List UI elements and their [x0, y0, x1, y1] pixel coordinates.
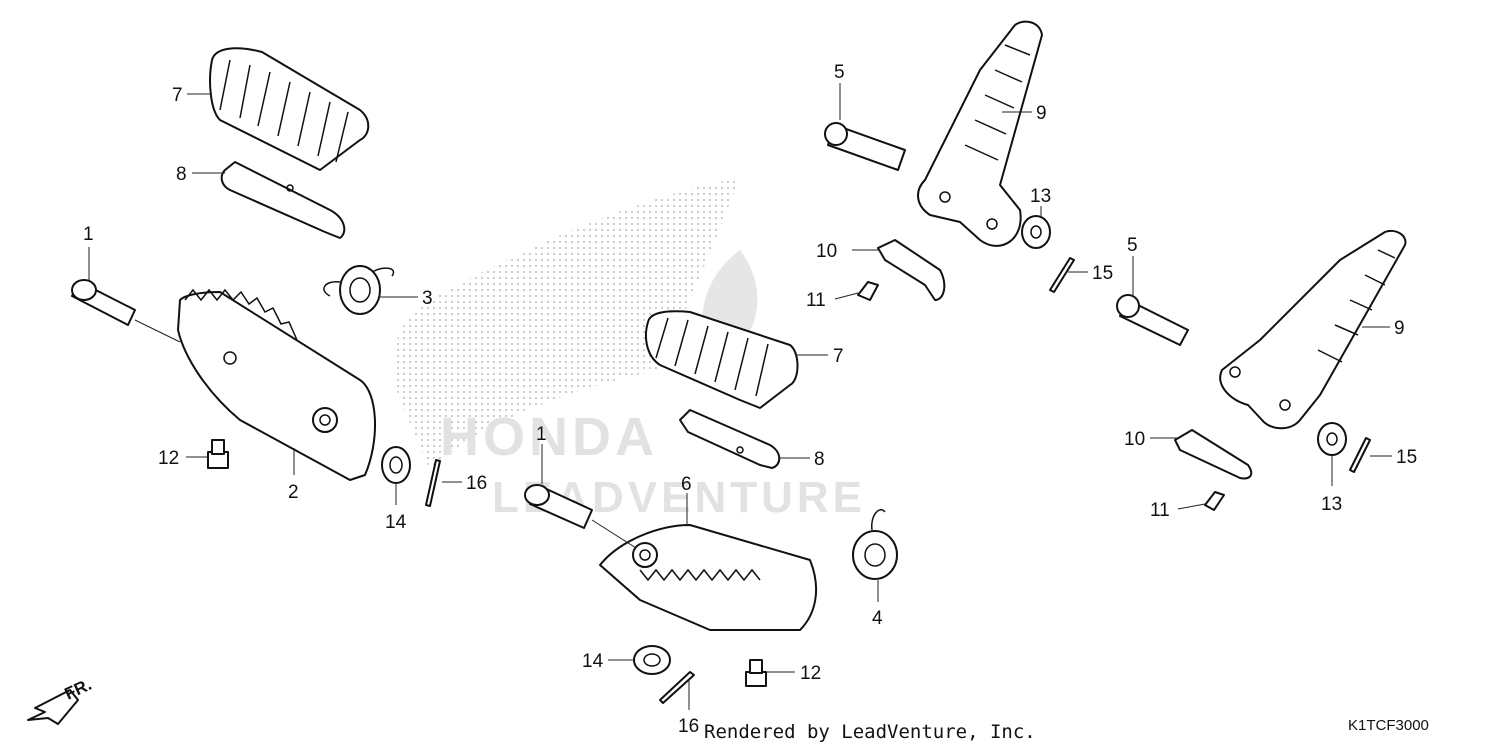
callout-5: 5	[1127, 235, 1138, 256]
plate-left[interactable]	[220, 161, 346, 239]
pin-left[interactable]	[71, 279, 136, 326]
callout-5: 5	[834, 62, 845, 83]
callout-15: 15	[1396, 447, 1417, 468]
callout-9: 9	[1036, 103, 1047, 124]
callout-12: 12	[800, 663, 821, 684]
callout-13: 13	[1321, 494, 1342, 515]
callout-15: 15	[1092, 263, 1113, 284]
pin-center[interactable]	[524, 484, 593, 529]
cotter-pin-upper-right[interactable]	[1049, 257, 1075, 293]
washer-center[interactable]	[633, 645, 671, 675]
callout-14: 14	[582, 651, 604, 672]
callout-13: 13	[1030, 186, 1051, 207]
pillion-peg-lower[interactable]	[1219, 229, 1407, 430]
plate-center[interactable]	[679, 409, 781, 469]
spring-center[interactable]	[852, 509, 898, 580]
callout-16: 16	[678, 716, 699, 737]
callout-1: 1	[83, 224, 94, 245]
diagram-code: K1TCF3000	[1348, 717, 1429, 734]
callout-8: 8	[814, 449, 825, 470]
cotter-pin-lower-right[interactable]	[1349, 437, 1371, 473]
callout-16: 16	[466, 473, 487, 494]
footpeg-rubber-center[interactable]	[645, 310, 799, 409]
bolt-left[interactable]	[207, 439, 229, 469]
callout-3: 3	[422, 288, 433, 309]
callout-12: 12	[158, 448, 179, 469]
callout-8: 8	[176, 164, 187, 185]
callout-11: 11	[1150, 500, 1170, 521]
front-direction-arrow: FR.	[27, 675, 95, 725]
leader-lines	[88, 83, 1392, 710]
callout-1: 1	[536, 424, 547, 445]
watermark-brand: HONDA	[440, 407, 658, 467]
screw-upper-right[interactable]	[857, 281, 879, 301]
screw-lower-right[interactable]	[1204, 491, 1225, 511]
clip-upper-right[interactable]	[877, 239, 946, 301]
callout-14: 14	[385, 512, 407, 533]
callout-labels: 7 8 1 3 12 2 14 16 1 6 7 8 4 14 12 16 5 …	[83, 62, 1417, 737]
callout-7: 7	[172, 85, 183, 106]
credit-text: Rendered by LeadVenture, Inc.	[704, 721, 1036, 743]
callout-10: 10	[1124, 429, 1145, 450]
cotter-pin-left[interactable]	[425, 459, 441, 507]
pillion-peg-pin-lower[interactable]	[1116, 294, 1189, 346]
spring-left[interactable]	[323, 265, 395, 315]
callout-9: 9	[1394, 318, 1405, 339]
callout-10: 10	[816, 241, 837, 262]
clip-lower-right[interactable]	[1174, 429, 1253, 480]
washer-left[interactable]	[381, 446, 411, 484]
callout-2: 2	[288, 482, 299, 503]
bolt-center[interactable]	[745, 659, 767, 687]
washer-upper-right[interactable]	[1021, 215, 1051, 249]
pillion-peg-upper[interactable]	[917, 20, 1043, 247]
callout-11: 11	[806, 290, 826, 311]
footpeg-center[interactable]	[599, 524, 818, 631]
footpeg-rubber-left[interactable]	[209, 47, 370, 171]
cotter-pin-center[interactable]	[659, 671, 695, 704]
callout-7: 7	[833, 346, 844, 367]
callout-4: 4	[872, 608, 883, 629]
washer-lower-right[interactable]	[1317, 422, 1347, 456]
pillion-peg-pin-upper[interactable]	[824, 122, 906, 171]
footpeg-left[interactable]	[177, 288, 377, 481]
callout-6: 6	[681, 474, 692, 495]
